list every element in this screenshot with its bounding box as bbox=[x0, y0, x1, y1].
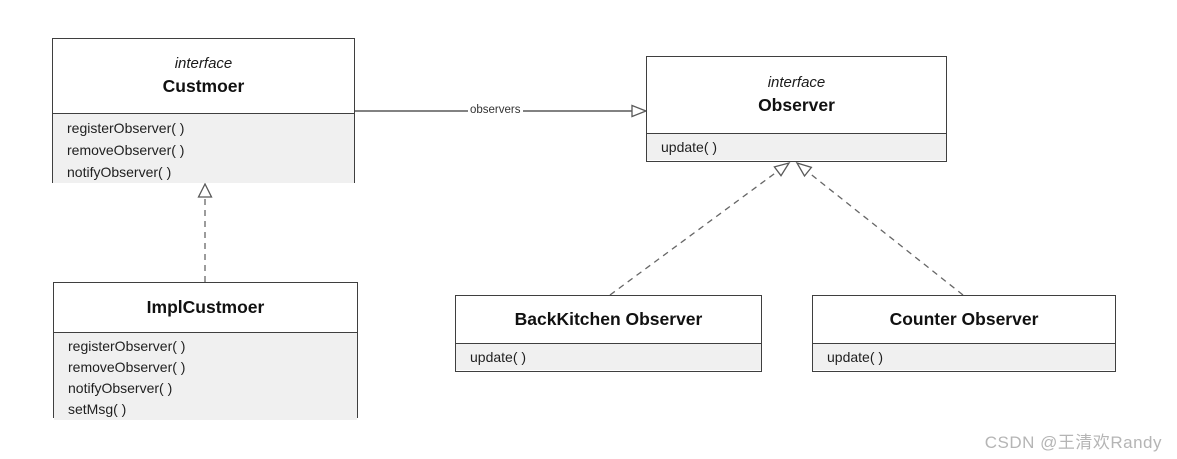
class-header-counter-observer: Counter Observer bbox=[813, 296, 1115, 343]
method-item: registerObserver( ) bbox=[68, 337, 186, 354]
class-name-counter-observer: Counter Observer bbox=[889, 309, 1039, 330]
class-header-backkitchen-observer: BackKitchen Observer bbox=[456, 296, 761, 343]
stereotype-label: interface bbox=[174, 55, 233, 73]
class-name-observer: Observer bbox=[758, 95, 835, 116]
class-methods-custmoer: registerObserver( ) removeObserver( ) no… bbox=[53, 112, 354, 183]
class-box-custmoer: interface Custmoer registerObserver( ) r… bbox=[52, 38, 355, 183]
class-methods-implcustmoer: registerObserver( ) removeObserver( ) no… bbox=[54, 331, 357, 420]
class-header-observer: interface Observer bbox=[647, 57, 946, 133]
method-item: notifyObserver( ) bbox=[67, 163, 172, 180]
class-box-observer: interface Observer update( ) bbox=[646, 56, 947, 162]
realization-arrow-implcustmoer bbox=[197, 182, 213, 282]
class-methods-counter-observer: update( ) bbox=[813, 342, 1115, 370]
class-box-backkitchen-observer: BackKitchen Observer update( ) bbox=[455, 295, 762, 372]
method-item: update( ) bbox=[470, 348, 527, 365]
realization-arrow-backkitchen bbox=[609, 161, 791, 296]
class-methods-observer: update( ) bbox=[647, 132, 946, 160]
class-name-backkitchen-observer: BackKitchen Observer bbox=[514, 309, 703, 330]
csdn-watermark: CSDN @王清欢Randy bbox=[984, 433, 1162, 452]
realization-arrow-counter bbox=[795, 161, 964, 296]
method-item: update( ) bbox=[827, 348, 884, 365]
method-item: registerObserver( ) bbox=[67, 119, 185, 136]
observers-edge-label: observers bbox=[468, 103, 523, 118]
class-header-implcustmoer: ImplCustmoer bbox=[54, 283, 357, 332]
method-item: removeObserver( ) bbox=[68, 358, 186, 375]
method-item: notifyObserver( ) bbox=[68, 379, 173, 396]
class-box-counter-observer: Counter Observer update( ) bbox=[812, 295, 1116, 372]
class-box-implcustmoer: ImplCustmoer registerObserver( ) removeO… bbox=[53, 282, 358, 420]
class-methods-backkitchen-observer: update( ) bbox=[456, 342, 761, 370]
method-item: update( ) bbox=[661, 138, 718, 155]
class-name-custmoer: Custmoer bbox=[162, 76, 245, 97]
method-item: setMsg( ) bbox=[68, 400, 127, 417]
class-header-custmoer: interface Custmoer bbox=[53, 39, 354, 113]
stereotype-label: interface bbox=[767, 74, 826, 92]
class-name-implcustmoer: ImplCustmoer bbox=[146, 297, 265, 318]
method-item: removeObserver( ) bbox=[67, 141, 185, 158]
